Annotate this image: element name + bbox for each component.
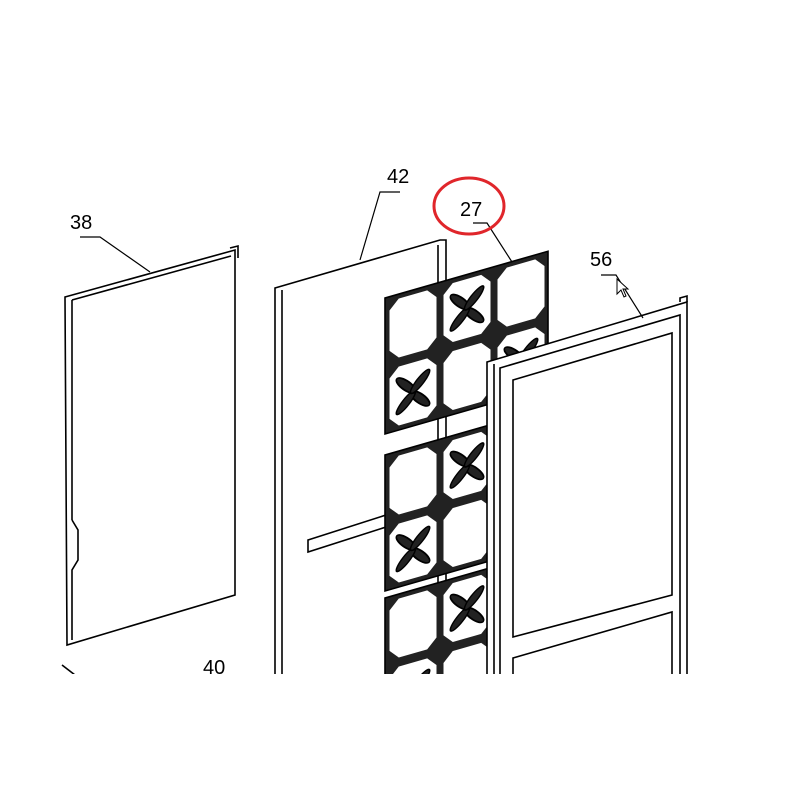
fan-blade-icon bbox=[394, 675, 418, 695]
grille-cell bbox=[443, 342, 491, 411]
grille-cell bbox=[443, 574, 491, 643]
callout-38[interactable]: 38 bbox=[70, 212, 92, 234]
grille-cell bbox=[443, 431, 491, 500]
leader-27 bbox=[473, 222, 513, 263]
fan-blade-icon bbox=[463, 585, 485, 611]
leader-38 bbox=[80, 236, 151, 273]
side-panel-38[interactable] bbox=[61, 244, 239, 675]
leader-56 bbox=[601, 274, 644, 319]
grille-cell bbox=[389, 590, 437, 658]
callout-27[interactable]: 27 bbox=[460, 199, 482, 221]
grille-cell bbox=[497, 259, 545, 327]
grille-cell bbox=[389, 290, 437, 358]
grille-cell bbox=[443, 274, 491, 343]
fan-blade-icon bbox=[409, 368, 431, 395]
grille-cell bbox=[443, 642, 491, 674]
grille-cell bbox=[389, 658, 437, 717]
fan-blade-icon bbox=[394, 689, 418, 717]
callout-42[interactable]: 42 bbox=[387, 166, 409, 188]
fan-blade-icon bbox=[409, 525, 431, 552]
leader-42 bbox=[359, 191, 400, 261]
highlight-circle bbox=[432, 176, 506, 236]
fan-blade-icon bbox=[408, 688, 432, 708]
mouse-cursor-icon bbox=[616, 277, 630, 298]
callout-40[interactable]: 40 bbox=[203, 657, 225, 679]
fan-blade-icon bbox=[409, 668, 431, 674]
grille-cell bbox=[389, 358, 437, 426]
callout-56[interactable]: 56 bbox=[590, 249, 612, 271]
fan-blade-icon bbox=[463, 285, 485, 311]
grille-cell bbox=[389, 515, 437, 583]
door-frame-56[interactable] bbox=[486, 294, 688, 700]
grille-cell bbox=[443, 499, 491, 568]
grille-cell bbox=[389, 447, 437, 515]
fan-blade-icon bbox=[463, 442, 485, 468]
